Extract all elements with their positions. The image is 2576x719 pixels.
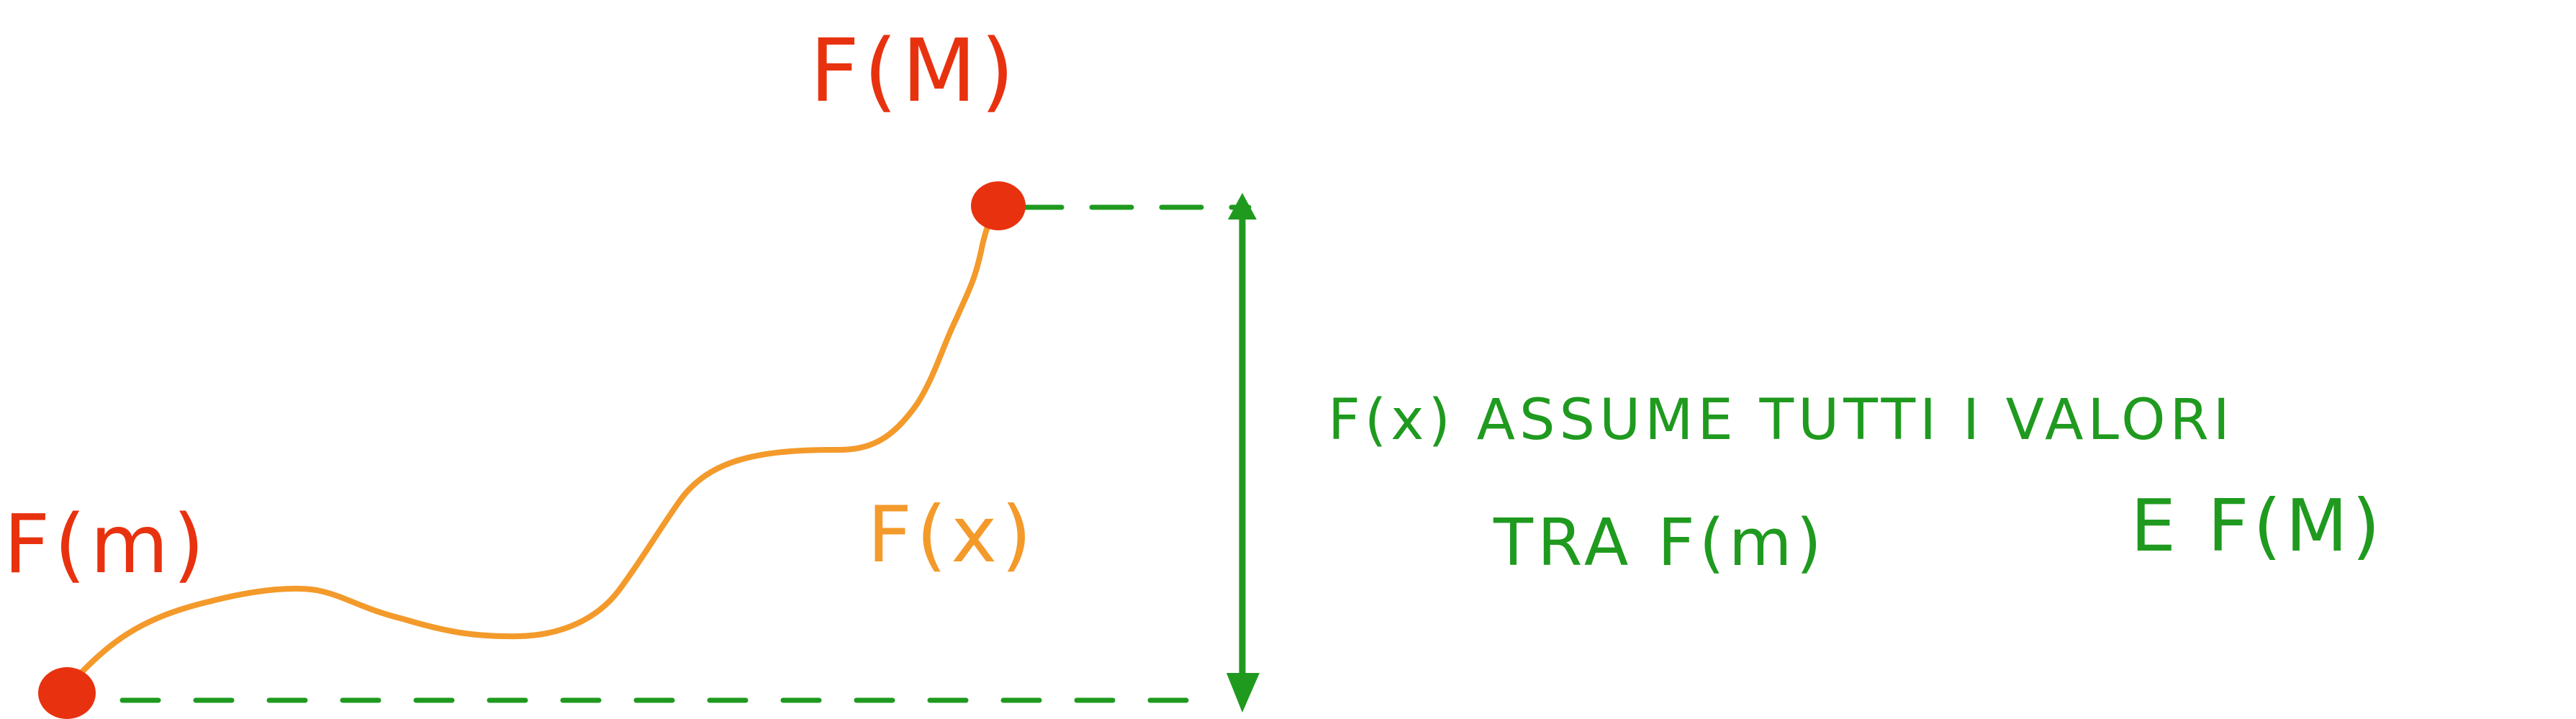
- max-point: [971, 181, 1026, 230]
- function-curve: [68, 206, 1000, 687]
- statement-line-1: F(x) ASSUME TUTTI I VALORI: [1328, 388, 2234, 453]
- min-point: [38, 667, 96, 719]
- range-arrow-icon: [1226, 193, 1260, 713]
- range-arrow-head-top: [1228, 193, 1257, 220]
- label-f-min: F(m): [4, 498, 209, 592]
- statement-line-2-and: E F(M): [2130, 484, 2385, 568]
- statement-line-2-between: TRA F(m): [1493, 505, 1826, 581]
- label-f-max: F(M): [810, 22, 1018, 122]
- range-arrow-head-bottom: [1226, 673, 1260, 713]
- label-f-x: F(x): [867, 490, 1036, 580]
